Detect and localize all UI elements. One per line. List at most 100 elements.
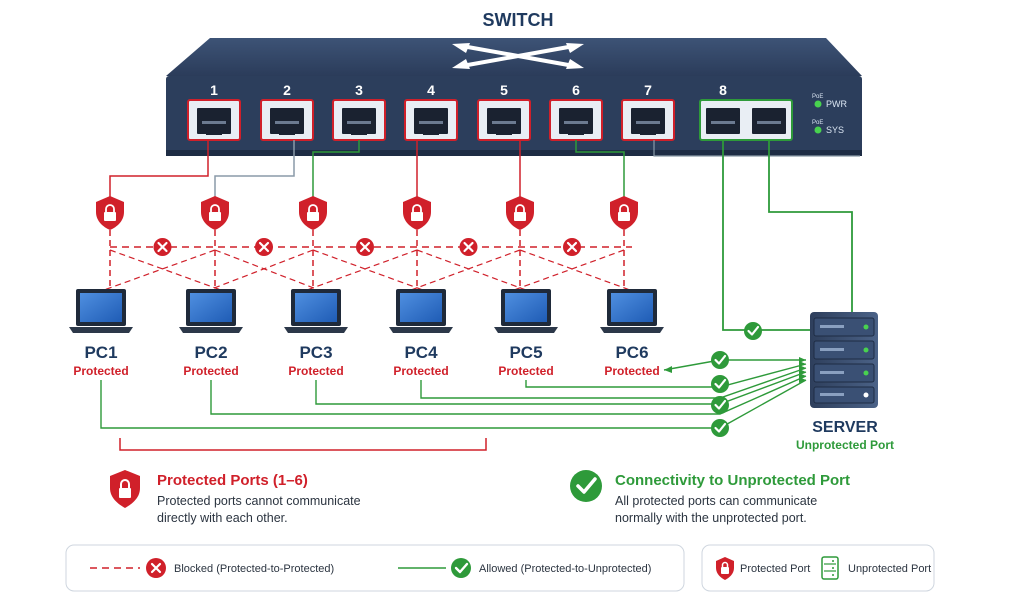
laptop-icon [494,289,558,333]
protected-bracket [119,438,487,451]
protected-line1: Protected ports cannot communicate [157,494,361,508]
laptop-icon [69,289,133,333]
server-label: SERVER [812,419,878,436]
pc-status: Protected [183,364,238,378]
legend-allowed: Allowed (Protected-to-Unprotected) [479,563,651,575]
port-number: 1 [210,82,218,98]
blocked-link [410,249,521,291]
pc-status: Protected [498,364,553,378]
pc-status: Protected [393,364,448,378]
allowed-check-icon [744,322,762,340]
port-link-1 [109,140,209,200]
blocked-link [103,249,216,291]
status-leds: PoE PWR PoE SYS [812,94,847,135]
server-uplink-1 [722,140,810,331]
sys-label: SYS [826,125,844,135]
legend-protected-port: Protected Port [740,563,810,575]
switch-port-3: 3 [332,82,386,141]
switch-port-5: 5 [477,82,531,141]
blocked-link [513,249,625,291]
allowed-link-pc1 [100,379,807,429]
laptop-icon [179,289,243,333]
connectivity-line2: normally with the unprotected port. [615,511,807,525]
protected-port-shield-icon [201,196,229,230]
protected-heading: Protected Ports (1–6) [157,472,308,489]
allowed-link-pc3 [315,371,807,405]
allowed-check-icon [711,375,729,393]
blocked-link [312,249,424,291]
switch-port-6: 6 [549,82,603,141]
server [810,312,878,408]
allowed-link-pc4 [420,367,807,399]
blocked-x-icon [146,558,166,578]
legend-blocked: Blocked (Protected-to-Protected) [174,563,334,575]
blocked-link [208,249,314,291]
pc-status: Protected [73,364,128,378]
allowed-link-pc6 [663,359,806,371]
allowed-check-icon [451,558,471,578]
port-number: 7 [644,82,652,98]
blocked-x-icon [255,238,273,256]
switch-port-8: 8 [699,82,793,141]
blocked-link [109,249,222,291]
blocked-x-icon [563,238,581,256]
pc-name: PC2 [194,343,227,362]
protected-port-shield-icon [610,196,638,230]
pwr-led-icon [814,100,822,108]
allowed-check-icon [711,351,729,369]
port-link-2 [214,140,295,200]
allowed-check-icon [711,396,729,414]
pc-name: PC6 [615,343,648,362]
blocked-x-icon [356,238,374,256]
switch-logo-icon [452,43,584,69]
laptop-icon [600,289,664,333]
legend-shield-icon [716,557,734,580]
laptop-icon [284,289,348,333]
port-link-3 [312,140,360,200]
port-number: 4 [427,82,435,98]
allowed-link-pc5 [525,363,807,388]
svg-text:PoE: PoE [812,120,823,126]
protected-port-shield-icon [299,196,327,230]
pc-name: PC3 [299,343,332,362]
port-7-link [653,140,860,157]
blocked-link [519,249,631,291]
connectivity-line1: All protected ports can communicate [615,494,817,508]
pwr-label: PWR [826,99,847,109]
protected-port-shield-icon [506,196,534,230]
port-number: 6 [572,82,580,98]
laptop-icon [389,289,453,333]
sys-led-icon [814,126,822,134]
blocked-x-icon [459,238,478,256]
port-link-6 [575,140,625,200]
allowed-check-icon [711,419,729,437]
switch-port-4: 4 [404,82,458,141]
diagram-title: SWITCH [483,10,554,30]
switch-port-2: 2 [260,82,314,141]
switch-port-1: 1 [187,82,241,141]
pc-name: PC4 [404,343,438,362]
switch-port-7: 7 [621,82,675,141]
port-number: 8 [719,82,727,98]
blocked-link [416,249,527,291]
pc-status: Protected [604,364,659,378]
svg-text:PoE: PoE [812,94,823,100]
legend-server-icon [821,556,839,580]
connectivity-check-icon [570,470,602,502]
pc-name: PC1 [84,343,117,362]
connectivity-heading: Connectivity to Unprotected Port [615,472,850,489]
pc-status: Protected [288,364,343,378]
pc-name: PC5 [509,343,542,362]
blocked-link [306,249,418,291]
legend-unprotected-port: Unprotected Port [848,563,931,575]
port-number: 3 [355,82,363,98]
protected-shield-icon [110,470,140,508]
protected-port-shield-icon [96,196,124,230]
